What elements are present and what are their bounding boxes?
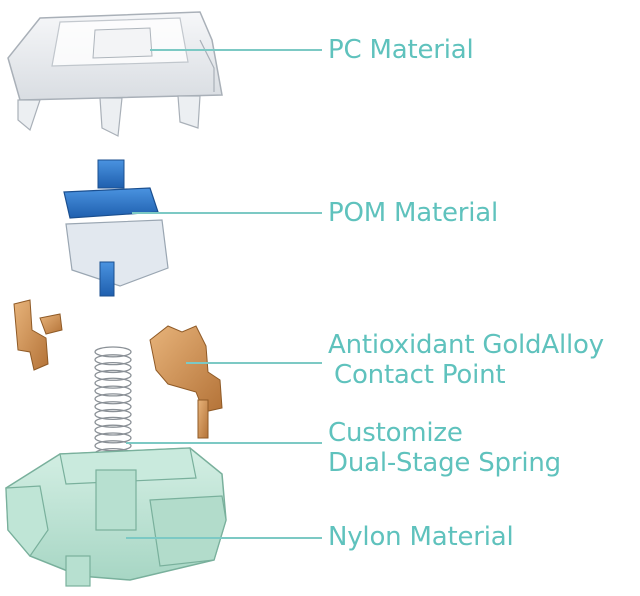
label-spring-line2: Dual-Stage Spring: [328, 448, 561, 478]
label-pom-material: POM Material: [328, 198, 499, 228]
spring-coil: [94, 401, 132, 413]
label-spring: Customize Dual-Stage Spring: [328, 418, 561, 478]
spring-coil: [94, 440, 132, 452]
spring-coil: [94, 424, 132, 436]
stem: [63, 159, 169, 297]
top-housing: [7, 11, 223, 137]
spring-coil: [94, 416, 132, 428]
spring-coil: [94, 393, 132, 405]
spring-coil: [94, 361, 132, 374]
leader-lines: [126, 49, 322, 539]
label-pc-material: PC Material: [328, 35, 474, 65]
spring-coil: [94, 346, 132, 358]
spring-coil: [94, 408, 132, 421]
spring-coil: [94, 369, 132, 381]
label-contact-line1: Antioxidant GoldAlloy: [328, 330, 604, 360]
gold-contact-left: [13, 299, 63, 371]
spring-coil: [94, 432, 132, 444]
label-spring-line1: Customize: [328, 418, 463, 448]
spring-coil: [94, 377, 132, 389]
label-contact-line2: Contact Point: [334, 360, 506, 390]
spring-coil: [94, 385, 132, 397]
label-contact-point: Antioxidant GoldAlloy Contact Point: [328, 330, 604, 390]
label-nylon-material: Nylon Material: [328, 522, 514, 552]
spring-coil: [94, 354, 132, 366]
gold-contact-right: [149, 325, 223, 439]
bottom-housing: [5, 447, 227, 587]
